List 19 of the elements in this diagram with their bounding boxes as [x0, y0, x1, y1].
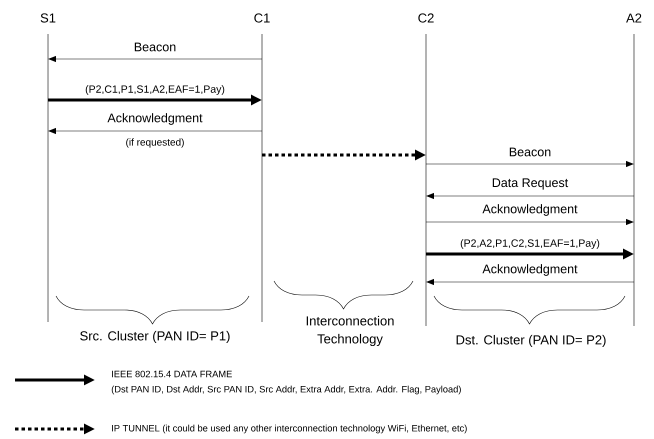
message-label: (P2,C1,P1,S1,A2,EAF=1,Pay)	[86, 85, 224, 95]
lifeline-name: A2	[626, 13, 642, 23]
message-label: Acknowledgment	[482, 204, 578, 216]
lifeline-name: C2	[418, 13, 434, 23]
lifeline-name: S1	[40, 13, 56, 23]
note: (if requested)	[126, 138, 184, 148]
legend-text: IP TUNNEL (it could be used any other interconnection technology WiFi, Ethernet, etc)	[112, 424, 467, 434]
message-label: Acknowledgment	[482, 264, 578, 276]
message-label: Beacon	[134, 42, 176, 52]
legend-text: (Dst PAN ID, Dst Addr, Src PAN ID, Src Addr, Extra Addr, Extra. Addr. Flag, Payload)	[112, 386, 461, 394]
lifeline-name: C1	[254, 13, 270, 23]
message-label: (P2,A2,P1,C2,S1,EAF=1,Pay)	[460, 239, 600, 249]
message-label: Acknowledgment	[107, 113, 202, 125]
message-label: Beacon	[510, 148, 550, 156]
legend-text: IEEE 802.15.4 DATA FRAME	[112, 370, 232, 378]
cluster-label: Dst. Cluster (PAN ID= P2)	[456, 334, 606, 348]
cluster-label: Src. Cluster (PAN ID= P1)	[80, 330, 230, 344]
cluster-label: Interconnection Technology	[306, 316, 394, 346]
message-label: Data Request	[492, 178, 568, 190]
